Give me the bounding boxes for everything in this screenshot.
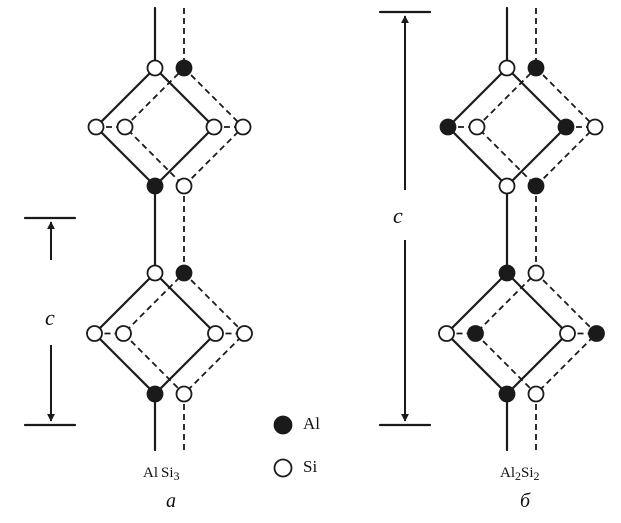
legend	[275, 417, 292, 477]
front-ring	[448, 68, 566, 186]
si-atom	[118, 120, 133, 135]
si-atom	[236, 120, 251, 135]
si-atom	[529, 387, 544, 402]
si-atom	[439, 326, 454, 341]
panel-b-formula: Al2Si2	[500, 465, 540, 484]
si-atom	[87, 326, 102, 341]
si-atom	[237, 326, 252, 341]
si-atom	[177, 387, 192, 402]
al-atom	[148, 179, 163, 194]
si-atom	[148, 61, 163, 76]
al-atom	[148, 387, 163, 402]
si-atom	[588, 120, 603, 135]
al-atom	[529, 179, 544, 194]
al-atom	[500, 266, 515, 281]
open-circle-icon	[275, 460, 292, 477]
al-atom	[500, 387, 515, 402]
si-atom	[207, 120, 222, 135]
legend-al-label: Al	[303, 414, 320, 434]
al-atom	[529, 61, 544, 76]
filled-circle-icon	[275, 417, 292, 434]
al-atom	[441, 120, 456, 135]
formula-element-2: Si	[161, 465, 174, 481]
si-atom	[148, 266, 163, 281]
panel-b-dimension-label: c	[393, 203, 403, 229]
si-atom	[116, 326, 131, 341]
si-atom	[529, 266, 544, 281]
si-atom	[470, 120, 485, 135]
formula-element-2: Si	[521, 465, 534, 481]
formula-subscript-2: 2	[534, 469, 540, 483]
front-ring	[95, 273, 216, 394]
si-atom	[89, 120, 104, 135]
formula-element-1: Al	[143, 465, 158, 481]
formula-subscript-2: 3	[174, 469, 180, 483]
panel-a-dimension-label: c	[45, 305, 55, 331]
front-ring	[96, 68, 214, 186]
formula-element-1: Al	[500, 465, 515, 481]
si-atom	[500, 179, 515, 194]
al-atom	[589, 326, 604, 341]
dimension-markers	[25, 12, 430, 425]
panel-b-letter: б	[520, 490, 530, 513]
panel-a-letter: а	[166, 490, 176, 513]
panel-a-structure	[87, 8, 252, 450]
al-atom	[559, 120, 574, 135]
si-atom	[500, 61, 515, 76]
panel-b-structure	[439, 8, 604, 450]
legend-si-label: Si	[303, 457, 317, 477]
al-atom	[468, 326, 483, 341]
al-atom	[177, 266, 192, 281]
si-atom	[177, 179, 192, 194]
front-ring	[447, 273, 568, 394]
al-atom	[177, 61, 192, 76]
panel-a-formula: Al Si3	[143, 465, 180, 484]
si-atom	[208, 326, 223, 341]
si-atom	[560, 326, 575, 341]
